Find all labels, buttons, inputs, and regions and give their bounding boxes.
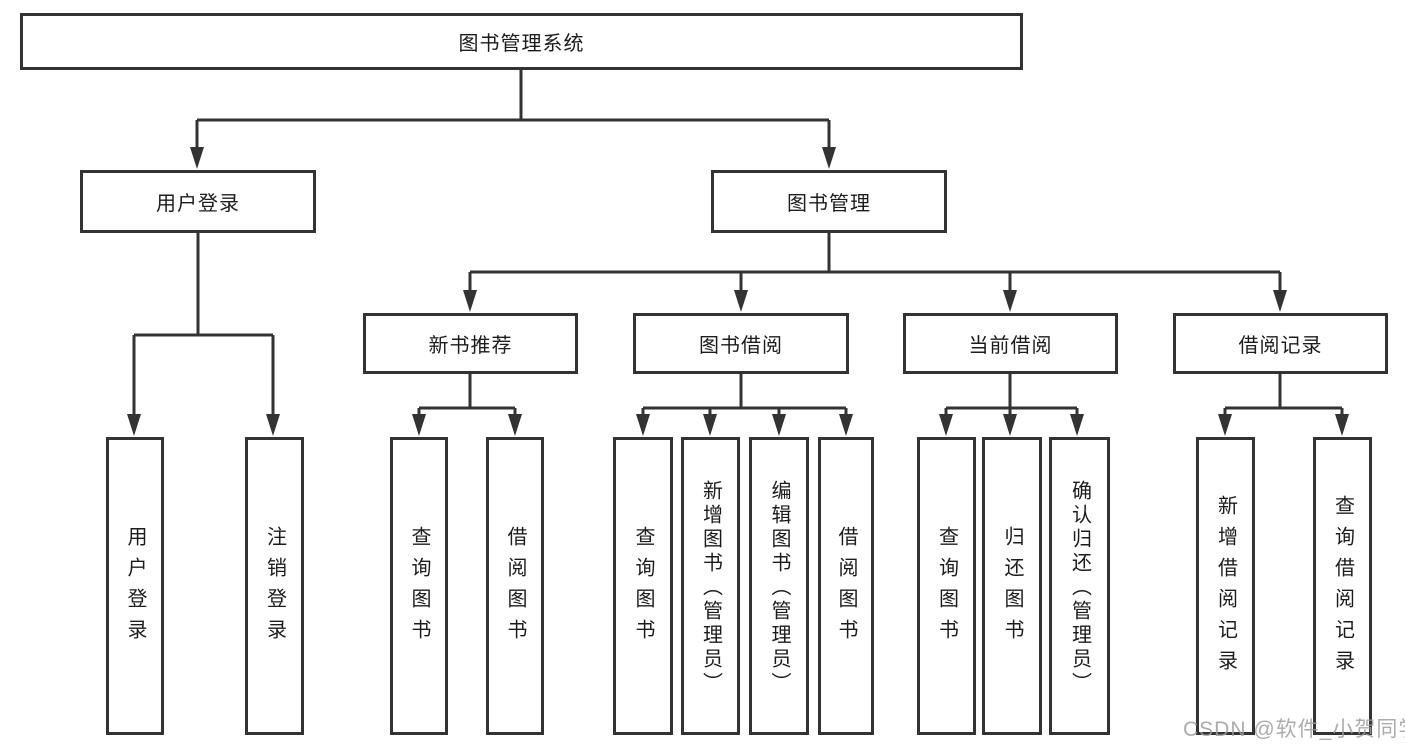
arrowhead [772, 414, 786, 436]
node-library-management-system: 图书管理系统 [20, 13, 1023, 70]
arrowhead [703, 414, 717, 436]
arrowhead [822, 147, 836, 169]
arrowhead [1218, 414, 1232, 436]
arrowhead [508, 414, 522, 436]
arrowhead [266, 414, 280, 436]
arrowhead [1273, 290, 1287, 312]
arrowhead [839, 414, 853, 436]
leaf-confirm-return-admin: 确认归还（管理员） [1049, 437, 1110, 735]
leaf-edit-book-admin: 编辑图书（管理员） [749, 437, 809, 735]
arrowhead [636, 414, 650, 436]
node-book-borrowing: 图书借阅 [633, 313, 849, 374]
leaf-user-login: 用户登录 [106, 437, 164, 735]
leaf-add-book-admin: 新增图书（管理员） [681, 437, 740, 735]
arrowhead [463, 290, 477, 312]
arrowhead [1335, 414, 1349, 436]
node-current-borrowing: 当前借阅 [903, 313, 1118, 374]
arrowheads [127, 147, 1349, 436]
arrowhead [734, 290, 748, 312]
arrowhead [190, 147, 204, 169]
arrowhead [127, 414, 141, 436]
leaf-query-borrow-record: 查询借阅记录 [1313, 437, 1372, 735]
tree-edges [132, 70, 1344, 418]
leaf-query-books-borrowing: 查询图书 [613, 437, 673, 735]
node-book-management-branch: 图书管理 [711, 170, 947, 233]
csdn-watermark: CSDN @软件_小贺同学 [1183, 718, 1405, 741]
leaf-query-books-recommend: 查询图书 [390, 437, 448, 735]
arrowhead [412, 414, 426, 436]
arrowhead [1070, 414, 1084, 436]
leaf-borrow-books: 借阅图书 [818, 437, 874, 735]
arrowhead [1003, 414, 1017, 436]
leaf-borrow-books-recommend: 借阅图书 [486, 437, 544, 735]
leaf-query-books-current: 查询图书 [917, 437, 976, 735]
arrowhead [939, 414, 953, 436]
leaf-return-book: 归还图书 [982, 437, 1042, 735]
leaf-logout: 注销登录 [245, 437, 304, 735]
arrowhead [1003, 290, 1017, 312]
leaf-add-borrow-record: 新增借阅记录 [1196, 437, 1255, 735]
node-user-login-branch: 用户登录 [80, 170, 316, 233]
node-new-book-recommendation: 新书推荐 [363, 313, 578, 374]
node-borrow-records: 借阅记录 [1173, 313, 1388, 374]
